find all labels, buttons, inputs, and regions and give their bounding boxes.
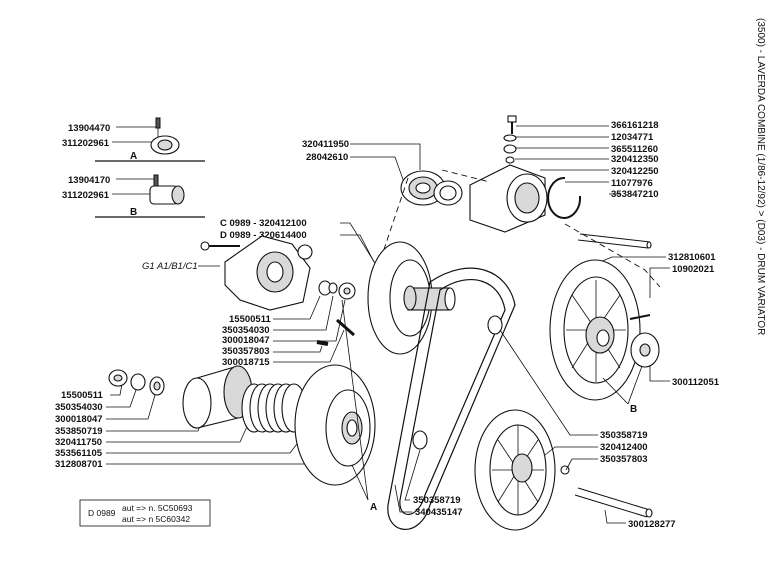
callout-b: B — [630, 404, 637, 415]
part-number: 320412250 — [611, 166, 659, 177]
upper-variator-disc: C 0989 - 320412100 D 0989 - 320614400 — [220, 218, 456, 355]
part-number: 11077976 — [611, 178, 653, 189]
part-number: 353847210 — [611, 189, 659, 200]
group-label: G1 A1/B1/C1 — [142, 261, 198, 272]
upper-right-hardware: 366161218 12034771 365511260 320412350 3… — [469, 115, 659, 249]
housing-fasteners: 15500511 350354030 300018047 350357803 3… — [222, 280, 356, 368]
part-number: 340435147 — [415, 507, 463, 518]
part-number: 28042610 — [306, 152, 348, 163]
part-number: 350354030 — [55, 402, 103, 413]
part-number: 13904170 — [68, 175, 110, 186]
right-lower-pulley — [474, 409, 653, 531]
diagram-title: (3500) - LAVERDA COMBINE (1/86-12/92) > … — [755, 18, 766, 335]
part-number: 320412400 — [600, 442, 648, 453]
part-number: 350357803 — [600, 454, 648, 465]
part-number: 311202961 — [62, 190, 110, 201]
bearing-assembly-top: 320411950 28042610 — [302, 139, 463, 206]
part-number: 12034771 — [611, 132, 654, 143]
lower-variator-assembly: 15500511 350354030 300018047 353850719 3… — [55, 364, 376, 486]
part-number: 300112051 — [672, 377, 720, 388]
variant-b-inset: 13904170 311202961 B — [62, 174, 205, 218]
part-number: 300128277 — [628, 519, 676, 530]
housing-assembly: G1 A1/B1/C1 — [142, 235, 313, 311]
part-number: 13904470 — [68, 123, 110, 134]
part-number: 353850719 — [55, 426, 103, 437]
footnote-code: D 0989 — [88, 508, 116, 518]
part-number: 366161218 — [611, 120, 659, 131]
callout-a: A — [370, 502, 377, 513]
part-number: D 0989 - 320614400 — [220, 230, 307, 241]
variant-a-inset: 13904470 311202961 A — [62, 117, 205, 162]
part-number: 312808701 — [55, 459, 103, 470]
part-number: 300018047 — [55, 414, 103, 425]
footnote-box: D 0989 aut => n. 5C50693 aut => n 5C6034… — [79, 499, 211, 527]
footnote-line: aut => n 5C60342 — [122, 514, 190, 524]
part-number: 15500511 — [61, 390, 103, 401]
part-number: 320411750 — [55, 437, 102, 448]
right-labels: 350358719 320412400 350357803 350358719 … — [394, 329, 676, 530]
part-number: 320412350 — [611, 154, 659, 165]
part-number: 350358719 — [413, 495, 461, 506]
part-number: 350358719 — [600, 430, 648, 441]
part-number: 300018715 — [222, 357, 270, 368]
part-number: 350354030 — [222, 325, 270, 336]
part-number: 365511260 — [611, 144, 658, 155]
part-number: 312810601 — [668, 252, 716, 263]
right-upper-pulley: 312810601 10902021 300112051 — [549, 252, 720, 401]
drive-belt — [387, 267, 516, 530]
part-number: 353561105 — [55, 448, 103, 459]
part-number: 15500511 — [229, 314, 271, 325]
part-number: C 0989 - 320412100 — [220, 218, 307, 229]
part-number: 311202961 — [62, 138, 110, 149]
variant-b-label: B — [130, 207, 137, 218]
part-number: 350357803 — [222, 346, 270, 357]
part-number: 300018047 — [222, 335, 270, 346]
assembly-guide — [441, 169, 491, 183]
part-number: 320411950 — [302, 139, 349, 150]
variant-a-label: A — [130, 151, 137, 162]
assembly-guide — [564, 223, 661, 288]
footnote-line: aut => n. 5C50693 — [122, 503, 193, 513]
part-number: 10902021 — [672, 264, 715, 275]
callouts: A B — [341, 299, 643, 513]
